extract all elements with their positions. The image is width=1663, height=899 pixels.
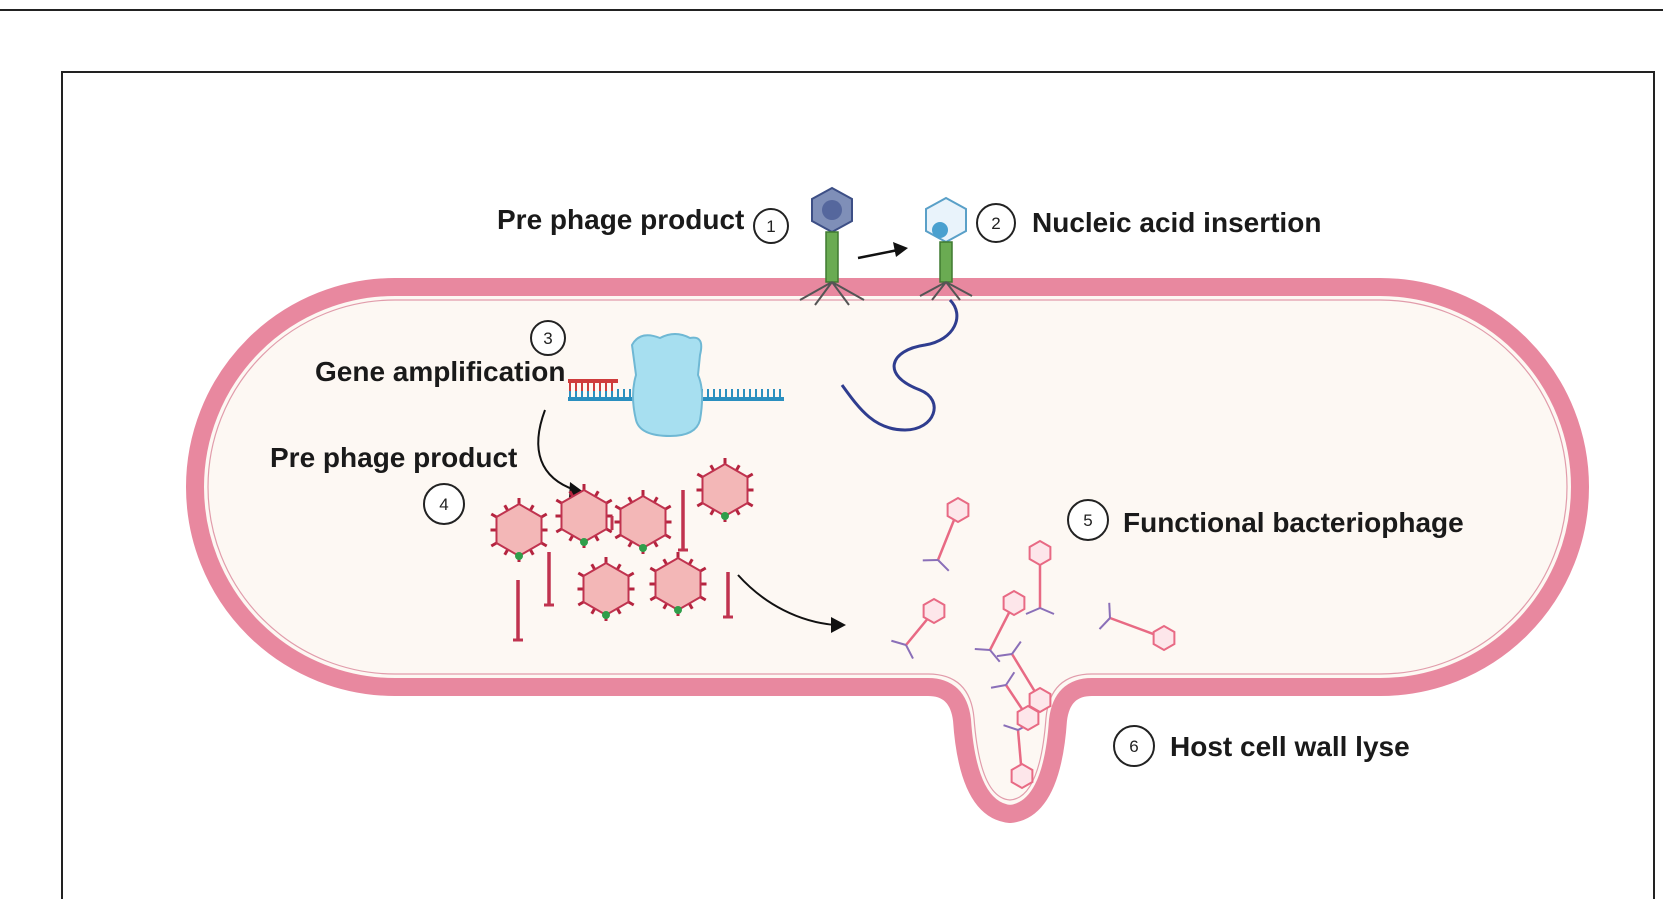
svg-text:3: 3 [543,329,552,348]
step-marker-4: 4 [423,483,465,525]
svg-text:5: 5 [1083,511,1092,530]
cell-wall-inner-line [207,299,1568,801]
label-step4: Pre phage product [270,442,517,473]
svg-text:4: 4 [439,495,448,514]
step-marker-6: 6 [1113,725,1155,767]
bacteriophage-icon [891,597,946,659]
step-marker-5: 5 [1067,499,1109,541]
label-step3: Gene amplification [315,356,566,387]
figure-frame [61,71,1655,899]
bacteriophage-icon [922,496,970,572]
phage-step2 [919,196,973,301]
bacteriophage-icon [990,671,1040,732]
capsid-icon [577,557,635,621]
ribosome-icon [630,333,704,438]
step-marker-2: 2 [976,203,1016,243]
bacteriophage-icon [996,641,1052,714]
capsid-icon [649,552,707,616]
step-marker-3: 3 [530,320,566,356]
functional-phage-group [891,496,1176,790]
label-step5: Functional bacteriophage [1123,507,1464,538]
bacteriophage-icon [1098,602,1176,652]
step-marker-1: 1 [753,208,789,244]
capsid-icon [614,490,672,554]
arrow-icon [737,574,846,633]
capsid-group [490,458,754,642]
svg-text:2: 2 [991,214,1000,233]
label-step2: Nucleic acid insertion [1032,207,1321,238]
dna-icon [840,298,959,432]
phage-step1 [799,186,865,306]
arrow-icon [857,242,908,260]
bacteriophage-icon [974,589,1026,663]
label-step1: Pre phage product [497,204,744,235]
bacteriophage-icon [925,196,967,244]
capsid-icon [696,458,754,522]
translation-complex [568,333,784,438]
svg-text:1: 1 [766,217,775,236]
bacteriophage-icon [1025,539,1055,615]
svg-text:6: 6 [1129,737,1138,756]
label-step6: Host cell wall lyse [1170,731,1410,762]
capsid-icon [490,498,548,562]
